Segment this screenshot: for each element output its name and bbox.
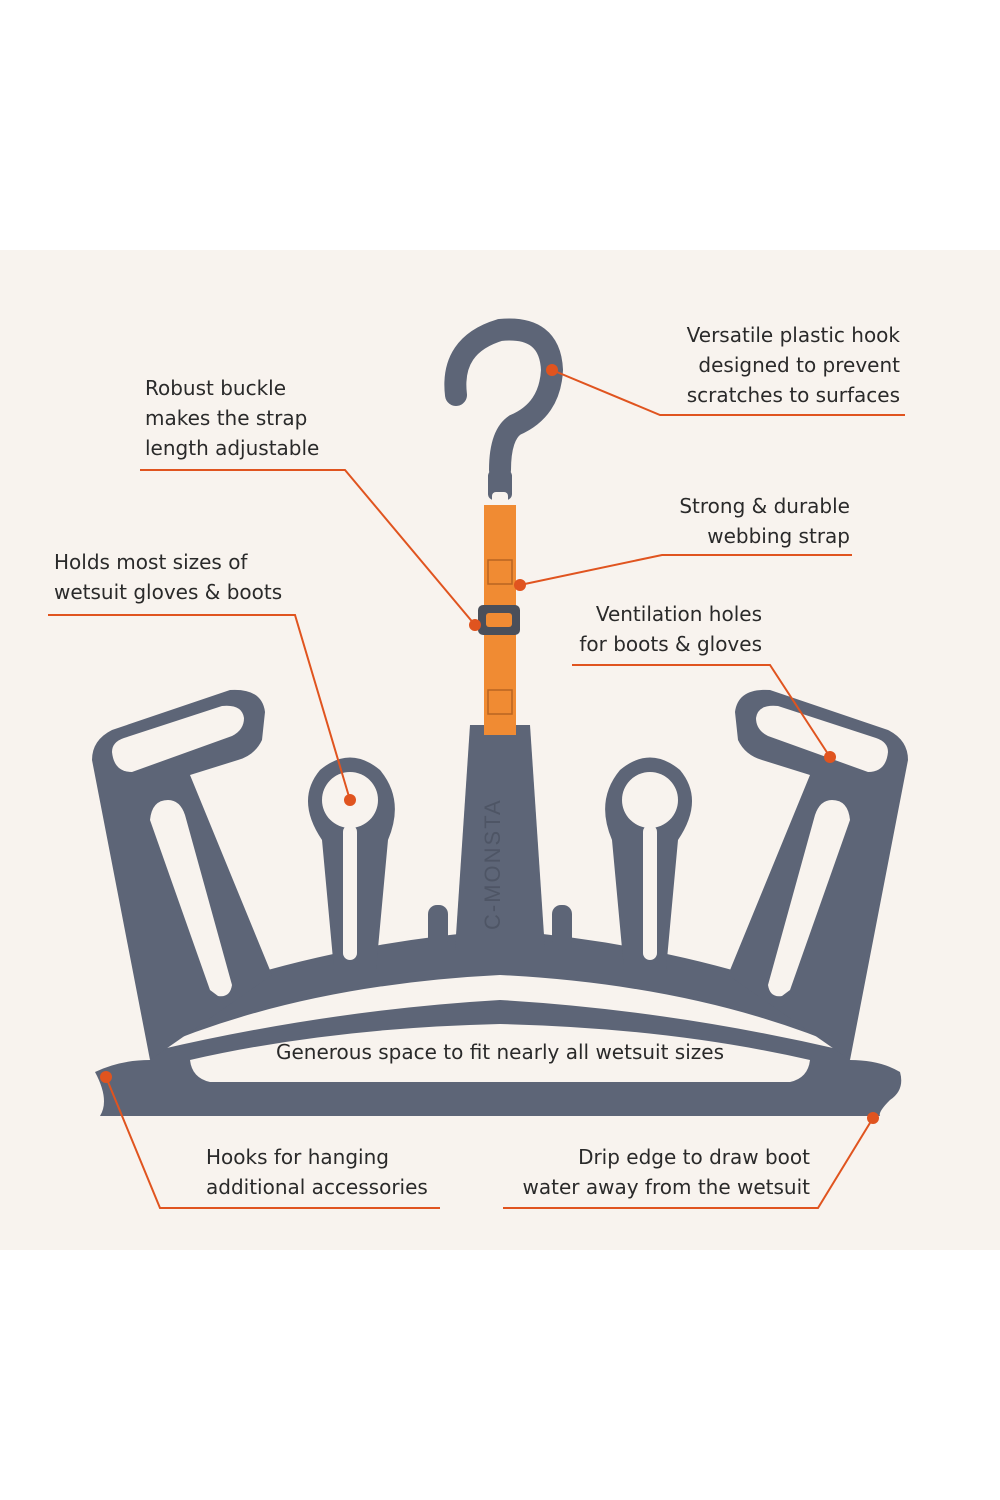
hanger-cutouts <box>112 705 888 1082</box>
leader-dots <box>100 364 879 1124</box>
hook-callout-line: scratches to surfaces <box>686 383 900 407</box>
right-vent <box>756 705 888 772</box>
hook <box>444 318 564 510</box>
webbing-strap <box>478 505 520 735</box>
space-callout-text: Generous space to fit nearly all wetsuit… <box>275 1040 724 1064</box>
strap-callout-line: Strong & durable <box>679 494 850 518</box>
left-vent <box>112 705 244 772</box>
ventilation-callout-line: Ventilation holes <box>595 602 762 626</box>
right-loop-hole <box>622 772 678 828</box>
hook-callout-line: designed to prevent <box>698 353 900 377</box>
left-slot <box>150 800 232 997</box>
logo-text: C-MONSTA <box>480 798 505 930</box>
drip-edge-callout: Drip edge to draw boot water away from t… <box>500 1142 810 1202</box>
buckle-callout-line: length adjustable <box>145 436 320 460</box>
buckle-callout-line: Robust buckle <box>145 376 287 400</box>
gloves-callout: Holds most sizes of wetsuit gloves & boo… <box>54 547 334 607</box>
accessory-hooks-callout-line: Hooks for hanging <box>206 1145 389 1169</box>
accessory-hooks-callout-line: additional accessories <box>206 1175 428 1199</box>
drip-edge-callout-line: water away from the wetsuit <box>522 1175 810 1199</box>
ventilation-callout: Ventilation holes for boots & gloves <box>560 599 762 659</box>
hook-callout-line: Versatile plastic hook <box>686 323 900 347</box>
buckle-callout: Robust buckle makes the strap length adj… <box>145 373 405 463</box>
hook-callout: Versatile plastic hook designed to preve… <box>600 320 900 410</box>
space-callout: Generous space to fit nearly all wetsuit… <box>200 1037 800 1067</box>
gloves-callout-line: Holds most sizes of <box>54 550 248 574</box>
gloves-callout-line: wetsuit gloves & boots <box>54 580 283 604</box>
strap-callout-line: webbing strap <box>707 524 850 548</box>
space-opening <box>190 1024 810 1082</box>
accessory-hooks-callout: Hooks for hanging additional accessories <box>206 1142 466 1202</box>
right-slot <box>768 800 850 997</box>
drip-edge-callout-line: Drip edge to draw boot <box>578 1145 810 1169</box>
leader-lines <box>48 369 905 1209</box>
ventilation-callout-line: for boots & gloves <box>579 632 762 656</box>
buckle-callout-line: makes the strap <box>145 406 308 430</box>
strap-callout: Strong & durable webbing strap <box>600 491 850 551</box>
